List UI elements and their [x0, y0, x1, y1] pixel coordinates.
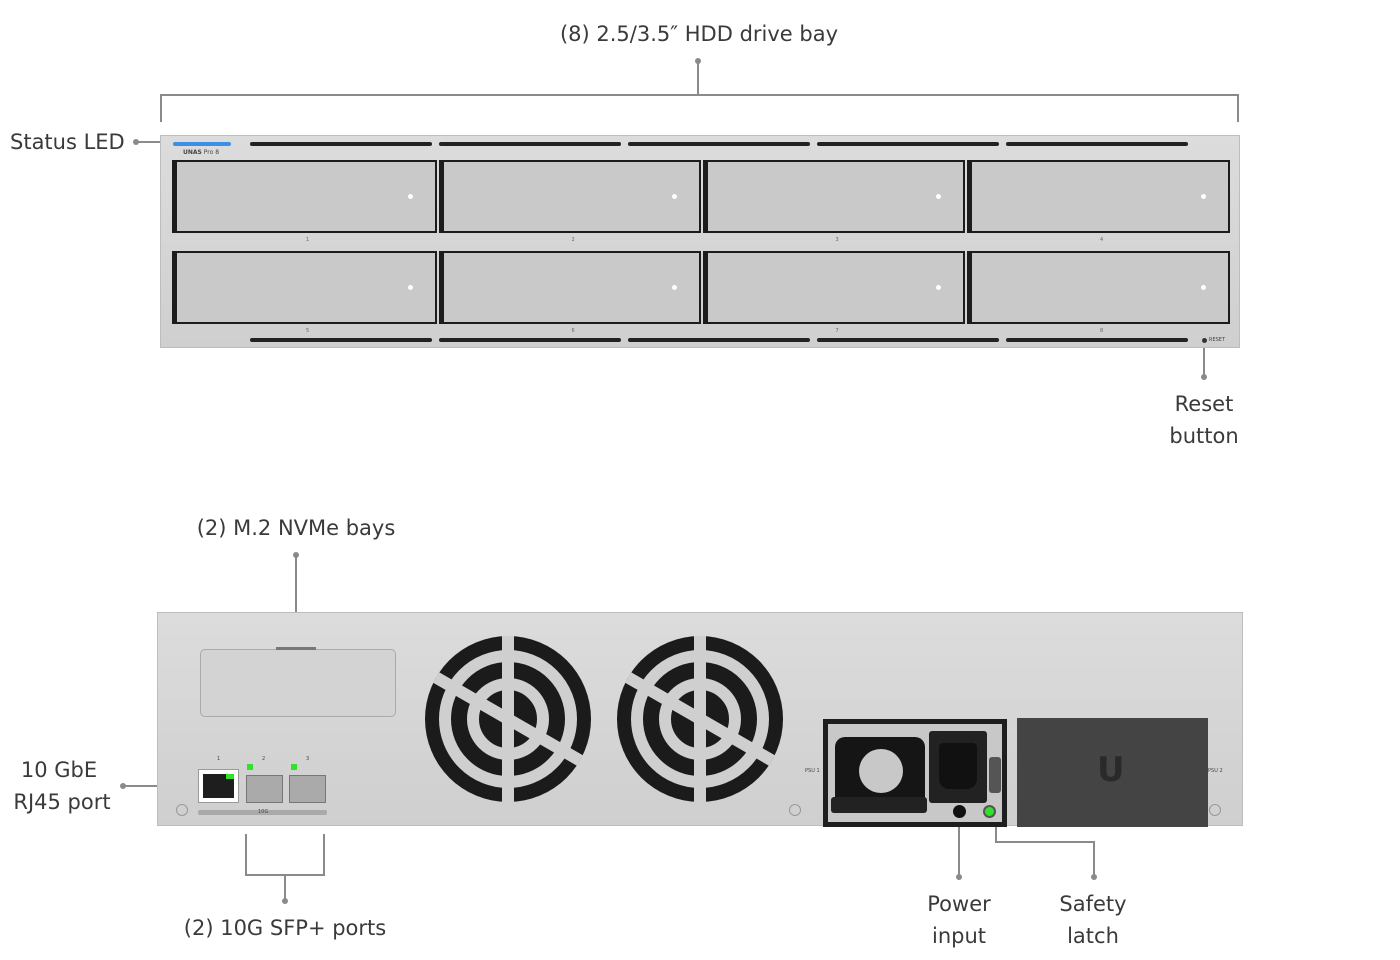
- rear-panel: 1 2 3 10G PSU 1 PSU 2 U: [157, 612, 1243, 827]
- callout-reset-1: Reset: [1174, 392, 1234, 416]
- sfp-group-label: 10G: [258, 809, 269, 815]
- callout-nvme: (2) M.2 NVMe bays: [196, 516, 396, 540]
- callout-line: [295, 555, 297, 647]
- callout-line: [1203, 342, 1205, 376]
- sfp-port[interactable]: [289, 775, 326, 803]
- bracket-line: [1237, 94, 1239, 122]
- callout-latch-1: Safety: [1059, 892, 1127, 916]
- callout-dot: [956, 874, 962, 880]
- callout-status-led: Status LED: [10, 130, 125, 154]
- psu-handle[interactable]: [831, 797, 927, 813]
- screw-icon: [1209, 804, 1221, 816]
- callout-dot: [1201, 374, 1207, 380]
- drive-bay[interactable]: 2: [439, 160, 701, 243]
- fan-grille: [617, 636, 783, 802]
- reset-button[interactable]: [1202, 338, 1207, 343]
- callout-rj45-1: 10 GbE: [20, 758, 98, 782]
- callout-rj45-2: RJ45 port: [13, 790, 111, 814]
- callout-sfp: (2) 10G SFP+ ports: [183, 916, 387, 940]
- rj45-port[interactable]: [198, 769, 239, 803]
- screw-icon: [176, 804, 188, 816]
- screw-icon: [789, 804, 801, 816]
- drive-bay[interactable]: 6: [439, 251, 701, 334]
- sfp-port[interactable]: [246, 775, 283, 803]
- drive-bay[interactable]: 3: [703, 160, 965, 243]
- drive-bay[interactable]: 1: [172, 160, 437, 243]
- sfp-link-led: [291, 764, 297, 770]
- model-name: UNAS: [183, 149, 202, 156]
- callout-dot: [282, 898, 288, 904]
- status-led: [173, 142, 231, 146]
- drive-bay[interactable]: 7: [703, 251, 965, 334]
- callout-power-2: input: [931, 924, 987, 948]
- callout-drive-bay: (8) 2.5/3.5″ HDD drive bay: [559, 22, 839, 46]
- bracket-line: [160, 94, 162, 122]
- callout-reset-2: button: [1169, 424, 1239, 448]
- drive-bay[interactable]: 8: [967, 251, 1230, 334]
- psu1-label: PSU 1: [805, 768, 820, 774]
- psu2-label: PSU 2: [1208, 768, 1223, 774]
- front-panel: UNAS Pro 8 1 2 3 4 5 6 7 8 RESET: [160, 135, 1240, 348]
- model-suffix: Pro 8: [203, 149, 220, 156]
- psu-status-led: [983, 805, 996, 818]
- drive-bay[interactable]: 4: [967, 160, 1230, 243]
- fan-grille: [425, 636, 591, 802]
- bracket-line: [160, 94, 1239, 96]
- nvme-cover[interactable]: [200, 649, 396, 717]
- psu-2-blank[interactable]: U: [1017, 718, 1208, 827]
- callout-dot: [1091, 874, 1097, 880]
- callout-line: [697, 61, 699, 95]
- power-input[interactable]: [929, 731, 987, 803]
- sfp-link-led: [247, 764, 253, 770]
- reset-label: RESET: [1209, 337, 1226, 343]
- safety-latch[interactable]: [989, 757, 1001, 793]
- callout-line: [136, 141, 162, 143]
- callout-latch-2: latch: [1067, 924, 1119, 948]
- drive-bay[interactable]: 5: [172, 251, 437, 334]
- psu-1: [823, 719, 1007, 827]
- ubiquiti-logo: U: [1097, 750, 1125, 790]
- callout-power-1: Power: [927, 892, 991, 916]
